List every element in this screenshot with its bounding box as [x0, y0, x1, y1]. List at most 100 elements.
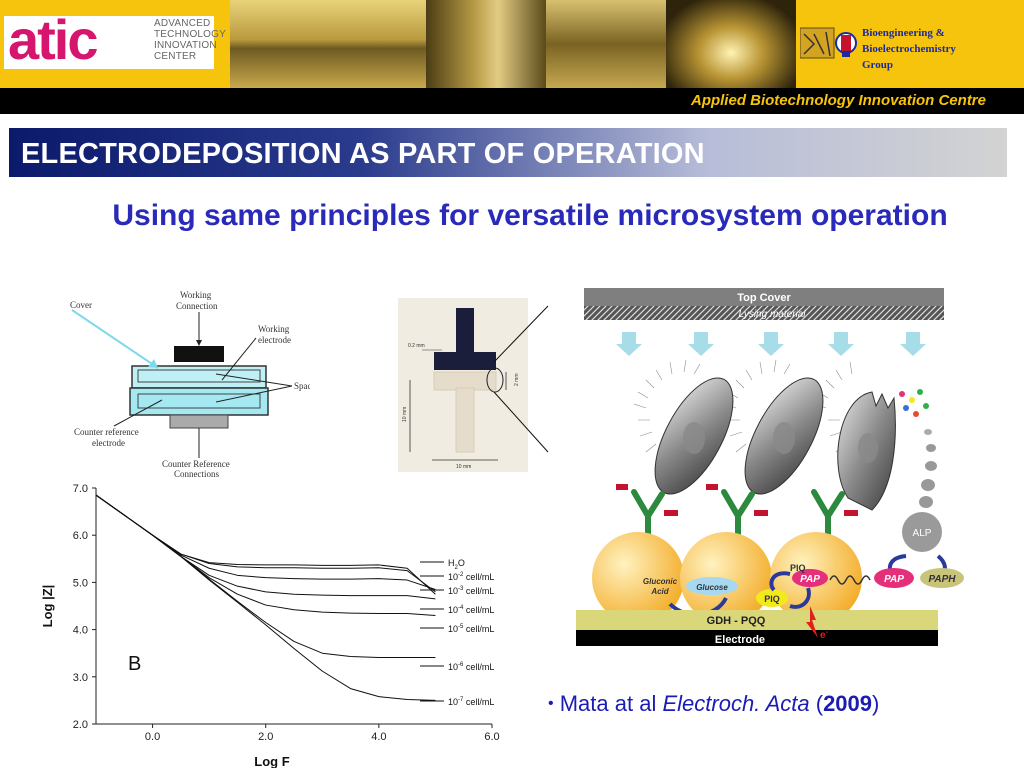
- particle: [923, 403, 929, 409]
- electron-bolt: [806, 606, 818, 638]
- electrode-layer: [576, 630, 938, 646]
- x-axis-label: Log F: [254, 754, 289, 768]
- cell-nucleus-3: [858, 433, 878, 463]
- legend-entry: H2O: [448, 558, 465, 571]
- group-logo-line3: Group: [862, 59, 893, 71]
- title-band: [9, 128, 1007, 177]
- series-line-6: [95, 494, 436, 701]
- y-tick-label: 4.0: [73, 625, 88, 637]
- working-electrode-arrow: [221, 337, 257, 381]
- label-counter-ref-connections-1: Counter Reference: [162, 459, 230, 469]
- x-tick-label: 2.0: [258, 731, 273, 743]
- legend-entry: 10-3 cell/mL: [448, 586, 494, 596]
- antibody-label: [844, 510, 858, 516]
- citation-close-paren: ): [872, 691, 880, 716]
- working-connection-block: [174, 346, 224, 362]
- logo-subtitle-line: TECHNOLOGY: [154, 29, 227, 40]
- logo-subtitle-line: INNOVATION: [154, 40, 217, 51]
- chip-dim-right: 2 mm: [514, 374, 520, 387]
- sphere-2: [680, 532, 772, 624]
- particle: [926, 444, 936, 452]
- citation-open-paren: (: [815, 691, 824, 716]
- counter-electrode-arrow: [113, 399, 163, 427]
- electron-symbol: e: [820, 630, 826, 641]
- legend-entry: 10-5 cell/mL: [448, 624, 494, 634]
- electron-label: e-: [820, 629, 829, 641]
- cell-spacer-top: [137, 369, 261, 383]
- cell-nucleus-1: [683, 422, 705, 454]
- electrochemical-cell-diagram: Cover Working Connection Working electro…: [70, 290, 310, 478]
- bullet: •: [548, 695, 554, 712]
- header-photo-building: [230, 0, 426, 88]
- label-counter-ref-electrode-1: Counter reference: [74, 427, 139, 437]
- label-counter-ref-electrode-2: electrode: [92, 438, 125, 448]
- pap-right-label: PAP: [884, 574, 904, 585]
- zoom-line-top: [493, 305, 549, 363]
- x-tick-label: 0.0: [145, 731, 160, 743]
- plot-series: [95, 494, 436, 701]
- gdh-pqq-label: GDH - PQQ: [707, 615, 766, 627]
- label-spacers: Spacers: [294, 381, 310, 391]
- legend-entry: 10-4 cell/mL: [448, 605, 494, 615]
- biosensor-schematic: Top Cover Lysing material: [576, 288, 964, 646]
- series-line-1: [95, 494, 436, 593]
- down-arrow: [900, 332, 926, 356]
- x-tick-label: 6.0: [484, 731, 499, 743]
- lysing-arrows: [616, 332, 926, 356]
- top-cover-label: Top Cover: [737, 292, 791, 304]
- down-arrow: [758, 332, 784, 356]
- chip-dark-bar: [434, 352, 496, 370]
- antibody-label: [616, 484, 628, 490]
- atic-logo: atic: [8, 8, 98, 71]
- alp-circle: [902, 512, 942, 552]
- piq-top-label: PIQ: [790, 563, 806, 573]
- microchip-photo: 0.2 mm 10 mm 2 mm 10 mm: [398, 298, 528, 472]
- y-tick-label: 5.0: [73, 577, 88, 589]
- cover-arrow: [71, 309, 159, 369]
- y-tick-label: 3.0: [73, 672, 88, 684]
- piq-pill: [756, 589, 788, 607]
- logo-subtitle-line: CENTER: [154, 51, 197, 62]
- electron-sup: -: [826, 629, 829, 636]
- header-photo-lab: [546, 0, 666, 88]
- alp-label: ALP: [913, 528, 932, 539]
- chip-detail-ring: [486, 367, 504, 393]
- slide-title: ELECTRODEPOSITION AS PART OF OPERATION: [21, 138, 705, 170]
- series-line-5: [95, 494, 436, 658]
- electrode-label: Electrode: [715, 634, 765, 646]
- antibody-shapes: [631, 489, 845, 541]
- particle: [903, 405, 909, 411]
- header-black-bar: [0, 88, 1024, 114]
- atic-logo-box: [4, 16, 214, 69]
- antibodies: [616, 484, 858, 541]
- zoom-connector-lines: [493, 305, 549, 453]
- gdh-pqq-layer: [576, 610, 938, 630]
- particle: [919, 496, 933, 508]
- chip-dim-top: 0.2 mm: [408, 343, 425, 349]
- y-tick-label: 7.0: [73, 483, 88, 495]
- series-line-3: [95, 494, 436, 600]
- particle: [925, 461, 937, 471]
- glucose-label: Glucose: [696, 583, 728, 592]
- series-line-4: [95, 494, 436, 616]
- citation-year: 2009: [823, 691, 873, 716]
- sphere-1: [592, 532, 684, 624]
- cell-spacer-bottom: [137, 393, 261, 409]
- y-axis-label: Log |Z|: [40, 585, 55, 628]
- gluconic-acid-label-1: Gluconic: [643, 577, 678, 586]
- cover-arrow-head: [148, 359, 158, 368]
- down-arrow: [688, 332, 714, 356]
- header-photo-microscope: [426, 0, 546, 88]
- label-working-electrode-1: Working: [258, 324, 290, 334]
- particle: [917, 389, 923, 395]
- label-working-electrode-2: electrode: [258, 335, 291, 345]
- legend-entry: 10-7 cell/mL: [448, 697, 494, 707]
- down-arrow: [828, 332, 854, 356]
- counter-connection-block: [169, 414, 229, 429]
- antibody-label: [664, 510, 678, 516]
- released-particles: [899, 389, 937, 508]
- paph-label: PAPH: [928, 574, 956, 585]
- series-line-2: [95, 494, 436, 590]
